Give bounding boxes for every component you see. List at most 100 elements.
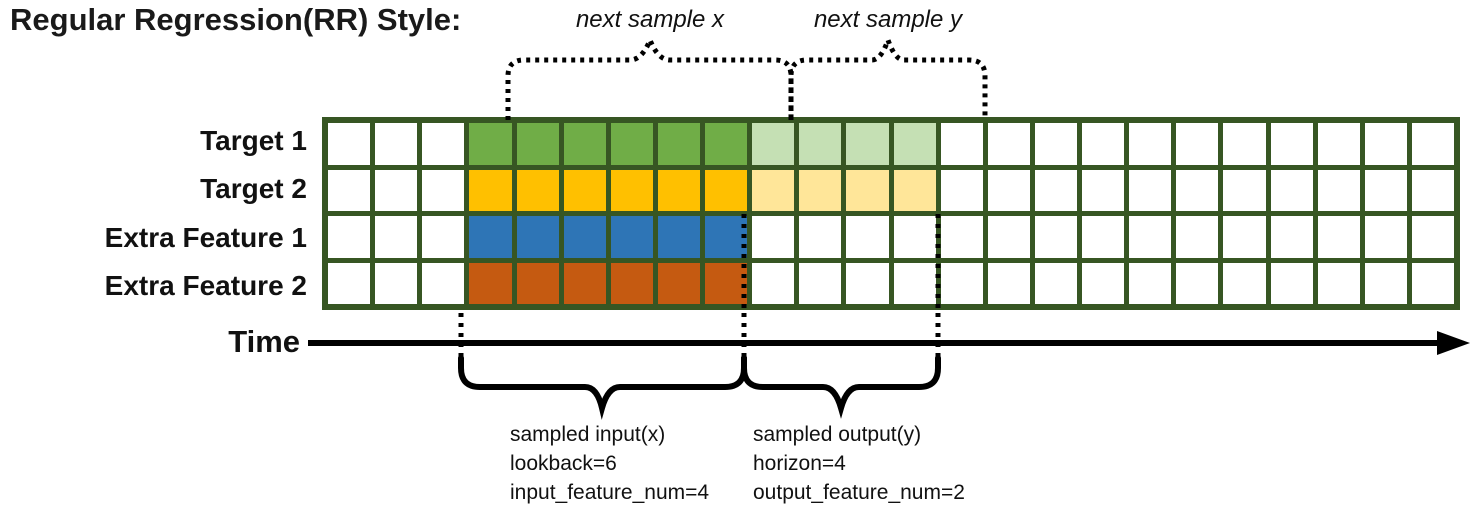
grid-cell bbox=[846, 262, 889, 304]
grid-cell bbox=[893, 216, 936, 258]
grid-cell bbox=[799, 123, 842, 165]
grid-cell bbox=[1270, 123, 1313, 165]
grid-cell bbox=[1129, 169, 1172, 211]
grid-cell bbox=[1082, 262, 1125, 304]
grid-cell bbox=[1317, 216, 1360, 258]
grid-cell bbox=[1270, 169, 1313, 211]
grid-cell bbox=[940, 262, 983, 304]
grid-cell bbox=[422, 262, 465, 304]
grid-cell bbox=[893, 123, 936, 165]
grid-cell bbox=[752, 169, 795, 211]
next-sample-y-brace bbox=[788, 32, 988, 120]
grid-cell bbox=[987, 262, 1030, 304]
sampled-input-brace bbox=[458, 355, 747, 420]
grid-cell bbox=[1176, 169, 1219, 211]
grid-cell bbox=[1129, 216, 1172, 258]
grid-cell bbox=[752, 262, 795, 304]
row-label-target-2: Target 2 bbox=[200, 173, 307, 205]
grid-cell bbox=[1129, 123, 1172, 165]
grid-cell bbox=[563, 169, 606, 211]
grid-cell bbox=[657, 123, 700, 165]
grid-cell bbox=[987, 216, 1030, 258]
grid-cell bbox=[1411, 123, 1454, 165]
grid-cell bbox=[705, 216, 748, 258]
grid-cell bbox=[516, 216, 559, 258]
grid-cell bbox=[1223, 262, 1266, 304]
grid-cell bbox=[610, 262, 653, 304]
grid-cell bbox=[375, 262, 418, 304]
sampled-input-line: sampled input(x) bbox=[510, 423, 666, 446]
grid-cell bbox=[375, 216, 418, 258]
grid-cell bbox=[1223, 216, 1266, 258]
grid-cell bbox=[610, 123, 653, 165]
sampled-output-note: sampled output(y) horizon=4 output_featu… bbox=[753, 420, 965, 507]
grid-cell bbox=[516, 169, 559, 211]
grid-cell bbox=[563, 216, 606, 258]
grid-cell bbox=[1364, 123, 1407, 165]
grid-cell bbox=[375, 169, 418, 211]
grid-cell bbox=[610, 216, 653, 258]
input-feature-num-line: input_feature_num=4 bbox=[510, 481, 710, 504]
grid-cell bbox=[610, 169, 653, 211]
grid-cell bbox=[893, 262, 936, 304]
row-label-extra-feature-2: Extra Feature 2 bbox=[104, 269, 307, 301]
grid-cell bbox=[799, 169, 842, 211]
grid-cell bbox=[752, 216, 795, 258]
grid-cell bbox=[422, 123, 465, 165]
grid-cell bbox=[846, 123, 889, 165]
grid-cell bbox=[657, 169, 700, 211]
grid-cell bbox=[1270, 216, 1313, 258]
grid-cell bbox=[516, 262, 559, 304]
grid-cell bbox=[516, 123, 559, 165]
grid-cell bbox=[987, 169, 1030, 211]
grid-cell bbox=[1176, 216, 1219, 258]
grid-cell bbox=[799, 262, 842, 304]
grid-cell bbox=[469, 262, 512, 304]
sampled-output-brace bbox=[741, 355, 941, 419]
grid-cell bbox=[752, 123, 795, 165]
grid-cell bbox=[1082, 169, 1125, 211]
grid-cell bbox=[1270, 262, 1313, 304]
next-sample-x-brace bbox=[505, 33, 794, 120]
grid-cell bbox=[422, 216, 465, 258]
grid-cell bbox=[1034, 262, 1077, 304]
sampled-output-line: sampled output(y) bbox=[753, 423, 922, 446]
grid-cell bbox=[940, 216, 983, 258]
grid-cell bbox=[563, 123, 606, 165]
grid-cell bbox=[705, 262, 748, 304]
output-feature-num-line: output_feature_num=2 bbox=[753, 481, 965, 504]
grid-cell bbox=[1411, 216, 1454, 258]
grid-cell bbox=[1034, 169, 1077, 211]
time-axis-label: Time bbox=[228, 324, 300, 359]
next-sample-x-label: next sample x bbox=[575, 6, 725, 33]
grid-cell bbox=[1364, 216, 1407, 258]
grid-cell bbox=[893, 169, 936, 211]
grid-cell bbox=[1176, 262, 1219, 304]
row-labels: Target 1 Target 2 Extra Feature 1 Extra … bbox=[0, 117, 314, 310]
grid-cell bbox=[846, 169, 889, 211]
grid-cell bbox=[799, 216, 842, 258]
grid-cell bbox=[1176, 123, 1219, 165]
grid-cell bbox=[1364, 169, 1407, 211]
grid-cell bbox=[328, 169, 371, 211]
time-axis-arrowhead bbox=[1437, 331, 1470, 355]
grid-cell bbox=[1317, 169, 1360, 211]
grid-cell bbox=[657, 216, 700, 258]
grid-cell bbox=[328, 123, 371, 165]
grid-cell bbox=[469, 216, 512, 258]
grid-cell bbox=[705, 123, 748, 165]
grid-cell bbox=[846, 216, 889, 258]
grid bbox=[322, 117, 1460, 310]
grid-cell bbox=[1317, 262, 1360, 304]
grid-cell bbox=[1411, 169, 1454, 211]
grid-cell bbox=[1082, 216, 1125, 258]
grid-cell bbox=[422, 169, 465, 211]
grid-cell bbox=[469, 169, 512, 211]
grid-cell bbox=[940, 169, 983, 211]
grid-cell bbox=[1129, 262, 1172, 304]
grid-cell bbox=[1034, 123, 1077, 165]
grid-cell bbox=[1364, 262, 1407, 304]
grid-cell bbox=[375, 123, 418, 165]
grid-cell bbox=[1223, 123, 1266, 165]
